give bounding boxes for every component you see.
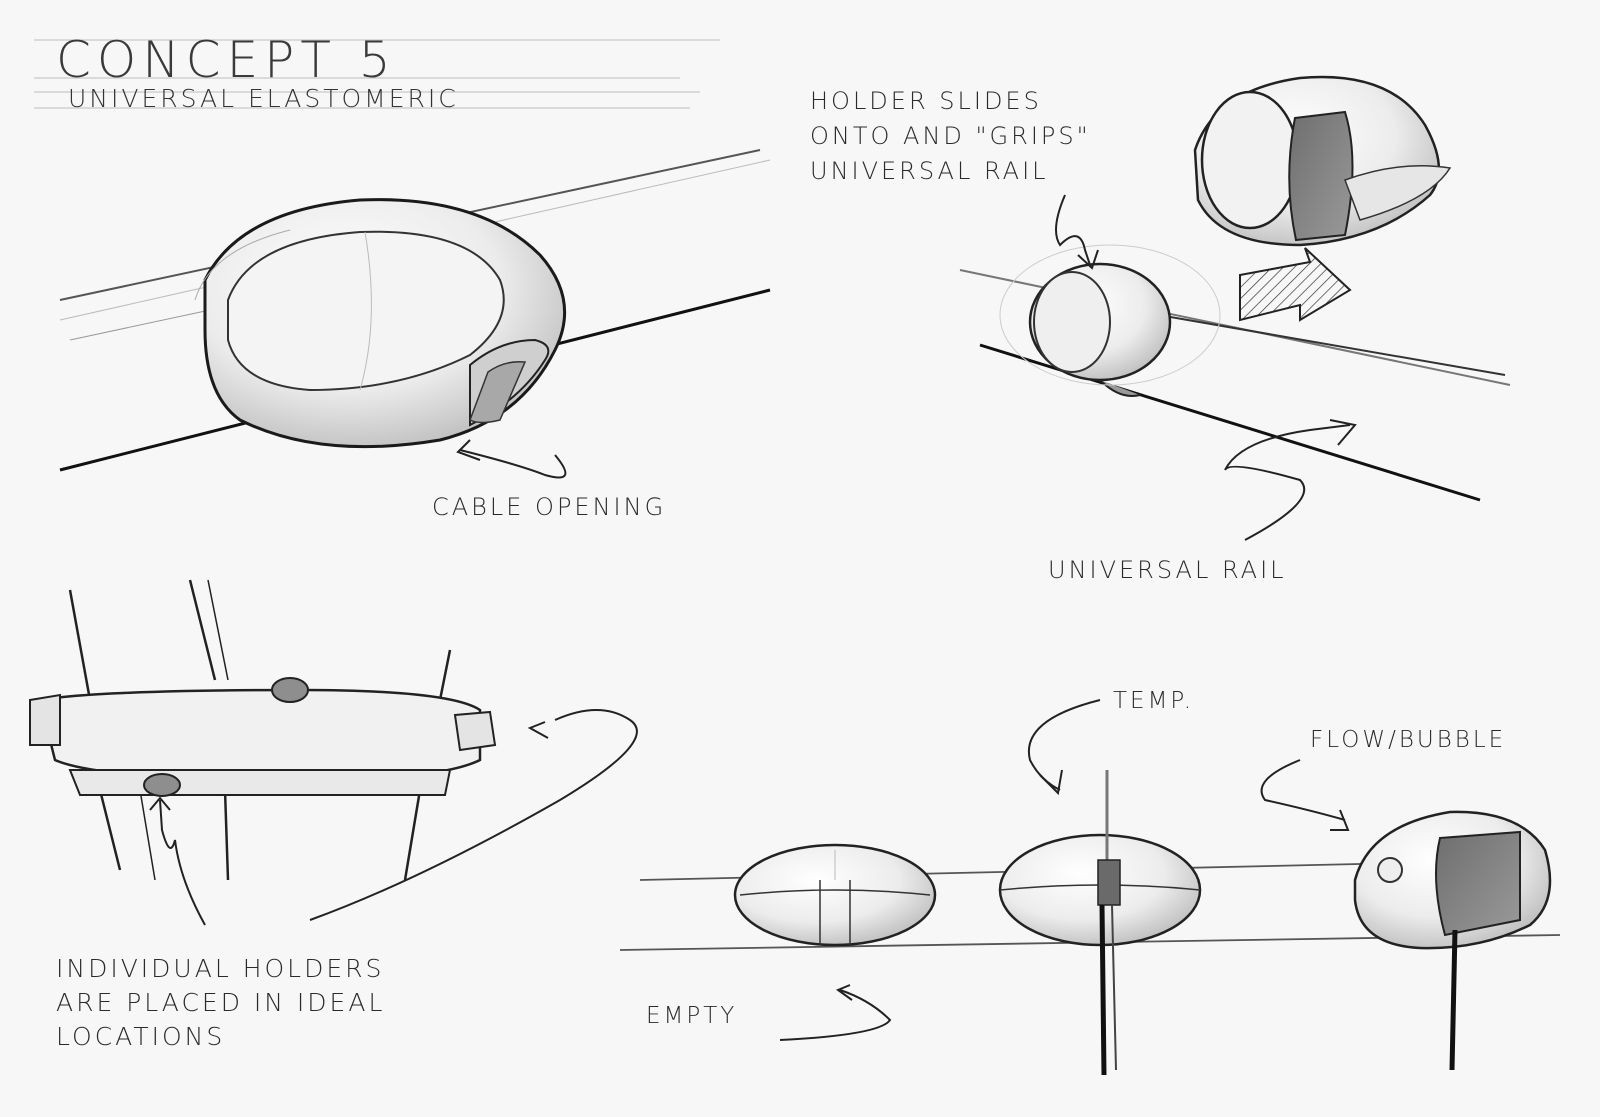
temp-label: Temp. [1113,688,1195,714]
holder-slides-note: Holder slides onto and "grips" universal… [810,87,1091,185]
concept-subtitle: Universal Elastomeric [68,84,459,113]
flow-bubble-label: Flow/bubble [1310,727,1507,753]
individual-holders-note: Individual holders are placed in ideal l… [56,954,386,1051]
cable-opening-label: Cable opening [432,493,667,521]
title-rules [34,39,720,109]
universal-rail-label: Universal rail [1048,556,1287,584]
large-holder-view [59,149,771,479]
variants-view [619,699,1561,1076]
empty-label: Empty [646,1003,738,1029]
slide-on-view [959,75,1511,541]
concept-title: Concept 5 [56,31,397,89]
frame-view [29,579,638,926]
